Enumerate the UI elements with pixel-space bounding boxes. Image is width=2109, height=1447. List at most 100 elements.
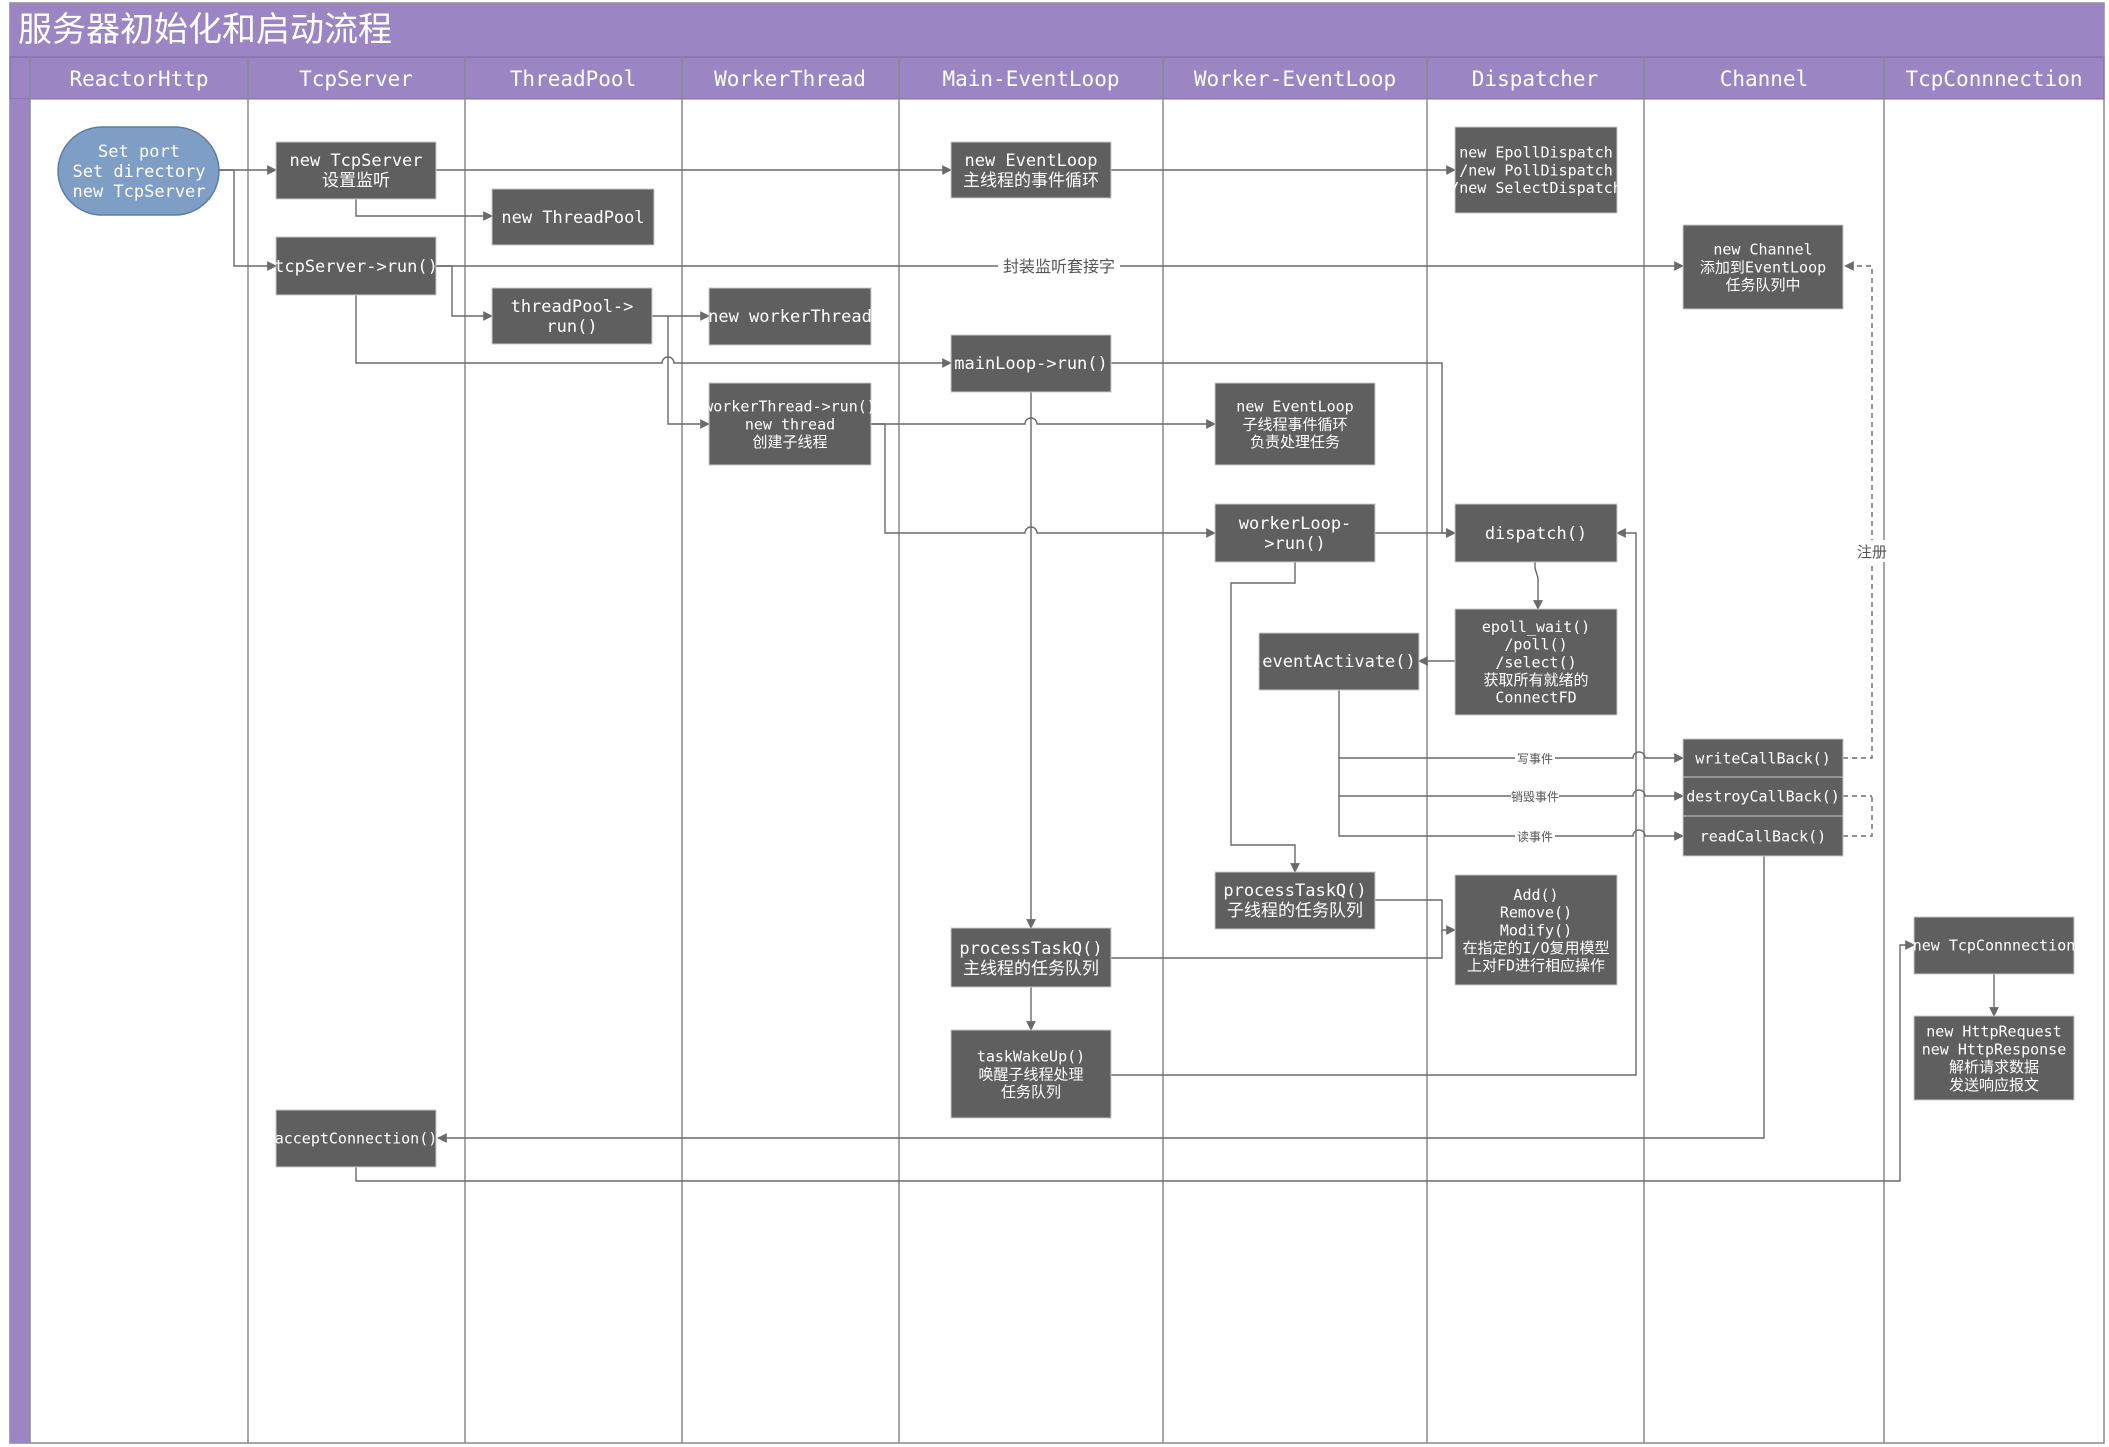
new-dispatch-line: new EpollDispatch xyxy=(1459,144,1613,162)
node-new-tcpconnection-text: new TcpConnnection xyxy=(1913,936,2076,954)
start-line: new TcpServer xyxy=(72,182,205,202)
threadpool-run-line: threadPool-> xyxy=(511,297,634,317)
edge-label-destroy-event: 销毁事件 xyxy=(1511,789,1559,804)
node-process-taskq-worker-text: processTaskQ()子线程的任务队列 xyxy=(1223,881,1366,921)
node-new-tcpconnection: new TcpConnnection xyxy=(1913,916,2076,975)
workerthread-run-line: workerThread->run() xyxy=(704,398,876,416)
lane-label-threadpool: ThreadPool xyxy=(510,67,636,91)
node-workerloop-run-text: workerLoop->run() xyxy=(1239,514,1352,554)
lane-label-tcpserver: TcpServer xyxy=(299,67,413,91)
epoll-wait-line: epoll_wait() xyxy=(1482,618,1590,636)
epoll-wait-line: ConnectFD xyxy=(1495,689,1576,707)
lane-header-bar xyxy=(9,56,2105,100)
start-line: Set port xyxy=(98,142,180,162)
edge-label-write-event: 写事件 xyxy=(1517,752,1553,766)
edge-label-listen-socket: 封装监听套接字 xyxy=(1003,257,1115,276)
workerloop-run-line: workerLoop- xyxy=(1239,514,1352,534)
tcpserver-run-line: tcpServer->run() xyxy=(274,257,438,277)
edge-accept-connection-to-new-tcpconnection xyxy=(355,940,1915,1182)
process-taskq-worker-line: processTaskQ() xyxy=(1223,881,1366,901)
edge-label-register: 注册 xyxy=(1857,543,1887,561)
new-eventloop-worker-line: 子线程事件循环 xyxy=(1242,415,1347,433)
node-process-taskq-main: processTaskQ()主线程的任务队列 xyxy=(950,927,1112,988)
process-taskq-main-line: 主线程的任务队列 xyxy=(963,959,1099,979)
new-http-line: new HttpResponse xyxy=(1922,1040,2067,1058)
dispatch-line: dispatch() xyxy=(1485,524,1587,544)
edge-workerloop-run-to-process-taskq-worker xyxy=(1230,562,1300,873)
node-write-callback: writeCallBack() xyxy=(1682,738,1844,778)
new-http-line: 发送响应报文 xyxy=(1949,1076,2039,1094)
node-new-dispatch: new EpollDispatch/new PollDispatch/new S… xyxy=(1450,126,1622,214)
node-process-taskq-main-text: processTaskQ()主线程的任务队列 xyxy=(959,939,1102,979)
lane-label-main-eventloop: Main-EventLoop xyxy=(942,67,1119,91)
accept-connection-line: acceptConnection() xyxy=(275,1129,438,1147)
add-remove-line: Add() xyxy=(1513,886,1558,904)
edge-task-wakeup-to-dispatch xyxy=(1111,528,1637,1076)
node-accept-connection-text: acceptConnection() xyxy=(275,1129,438,1147)
node-dispatch-text: dispatch() xyxy=(1485,524,1587,544)
node-destroy-callback-text: destroyCallBack() xyxy=(1686,787,1840,805)
node-tcpserver-run-text: tcpServer->run() xyxy=(274,257,438,277)
epoll-wait-line: /select() xyxy=(1495,653,1576,671)
node-write-callback-text: writeCallBack() xyxy=(1695,749,1830,767)
node-new-workerthread: new workerThread xyxy=(708,287,872,346)
workerloop-run-line: >run() xyxy=(1264,534,1325,554)
edge-process-taskq-worker-to-add-remove xyxy=(1375,899,1456,935)
node-mainloop-run: mainLoop->run() xyxy=(950,334,1112,393)
edge-tcpserver-run-to-threadpool-run xyxy=(436,265,493,321)
node-accept-connection: acceptConnection() xyxy=(275,1109,438,1168)
edge-threadpool-run-to-workerthread-run xyxy=(667,316,710,429)
new-workerthread-line: new workerThread xyxy=(708,307,872,327)
lane-label-workerthread: WorkerThread xyxy=(714,67,866,91)
task-wakeup-line: taskWakeUp() xyxy=(977,1048,1085,1066)
diagram-frame xyxy=(9,2,2105,1444)
left-margin-strip xyxy=(10,99,30,1443)
new-http-line: new HttpRequest xyxy=(1926,1023,2061,1041)
lane-labels: ReactorHttp TcpServer ThreadPool WorkerT… xyxy=(69,67,2082,91)
new-http-line: 解析请求数据 xyxy=(1949,1058,2039,1076)
node-new-workerthread-text: new workerThread xyxy=(708,307,872,327)
new-eventloop-worker-line: 负责处理任务 xyxy=(1250,433,1340,451)
diagram-title: 服务器初始化和启动流程 xyxy=(18,10,392,50)
node-event-activate: eventActivate() xyxy=(1258,632,1420,691)
new-tcpserver-line: 设置监听 xyxy=(322,171,390,191)
new-dispatch-line: /new PollDispatch xyxy=(1459,161,1613,179)
threadpool-run-line: run() xyxy=(546,317,597,337)
lane-label-tcpconnection: TcpConnnection xyxy=(1905,67,2082,91)
workerthread-run-line: 创建子线程 xyxy=(752,433,827,451)
node-threadpool-run-text: threadPool->run() xyxy=(511,297,634,337)
start-line: Set directory xyxy=(72,162,205,182)
edge-process-taskq-main-to-add-remove xyxy=(1111,930,1443,959)
title-bar xyxy=(10,3,2104,57)
lane-label-reactorhttp: ReactorHttp xyxy=(69,67,208,91)
epoll-wait-line: /poll() xyxy=(1504,636,1567,654)
edge-labels: 封装监听套接字 注册 写事件 销毁事件 读事件 xyxy=(998,255,1887,844)
edge-event-activate-to-read-cb xyxy=(1338,796,1684,841)
node-new-dispatch-text: new EpollDispatch/new PollDispatch/new S… xyxy=(1450,144,1622,197)
edge-start-to-tcpserver-run xyxy=(218,169,277,271)
node-add-remove-modify: Add()Remove()Modify()在指定的I/O复用模型上对FD进行相应… xyxy=(1454,874,1618,986)
read-cb-line: readCallBack() xyxy=(1700,827,1826,845)
new-channel-line: 添加到EventLoop xyxy=(1700,258,1826,276)
edge-dispatch-to-epoll-wait xyxy=(1533,562,1543,610)
new-eventloop-worker-line: new EventLoop xyxy=(1236,398,1353,416)
add-remove-line: Modify() xyxy=(1500,921,1572,939)
lane-dividers xyxy=(29,57,1885,1443)
node-process-taskq-worker: processTaskQ()子线程的任务队列 xyxy=(1214,871,1376,930)
new-dispatch-line: /new SelectDispatch xyxy=(1450,179,1622,197)
node-dispatch: dispatch() xyxy=(1454,503,1618,563)
mainloop-run-line: mainLoop->run() xyxy=(954,354,1108,374)
new-threadpool-line: new ThreadPool xyxy=(501,208,644,228)
lane-label-dispatcher: Dispatcher xyxy=(1472,67,1598,91)
edge-tcpserver-run-to-mainloop-run xyxy=(355,295,952,368)
node-read-callback: readCallBack() xyxy=(1682,815,1844,857)
